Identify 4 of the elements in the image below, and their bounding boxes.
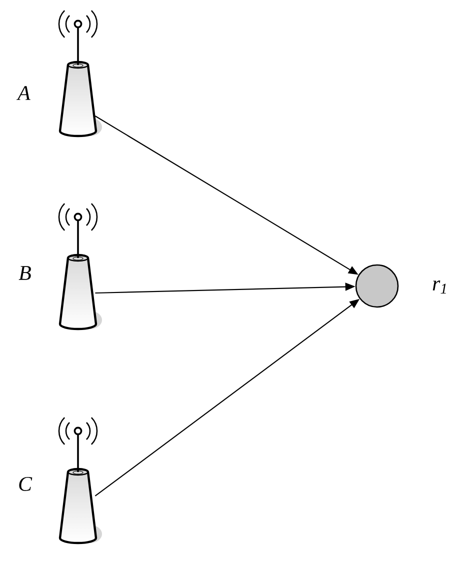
node-label: B [18, 266, 31, 280]
node-label: C [19, 476, 32, 491]
node-label: r$_{1}$ [432, 280, 446, 294]
node-label: A [16, 86, 30, 100]
